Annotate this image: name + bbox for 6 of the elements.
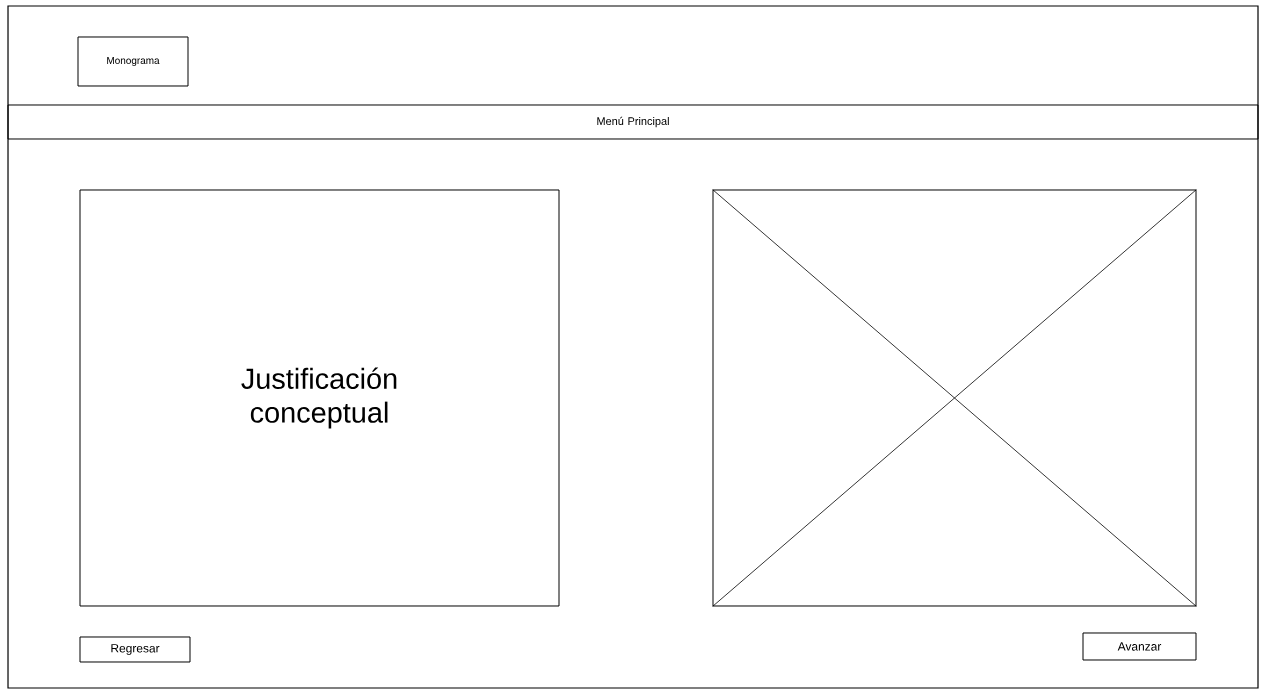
menu-bar: Menú Principal (7, 104, 1259, 140)
next-button: Avanzar (1082, 632, 1197, 661)
back-button: Regresar (79, 636, 191, 663)
content-box: Justificación conceptual (79, 189, 560, 607)
header-box: Monograma (77, 36, 189, 87)
crossed-box (712, 189, 1197, 607)
